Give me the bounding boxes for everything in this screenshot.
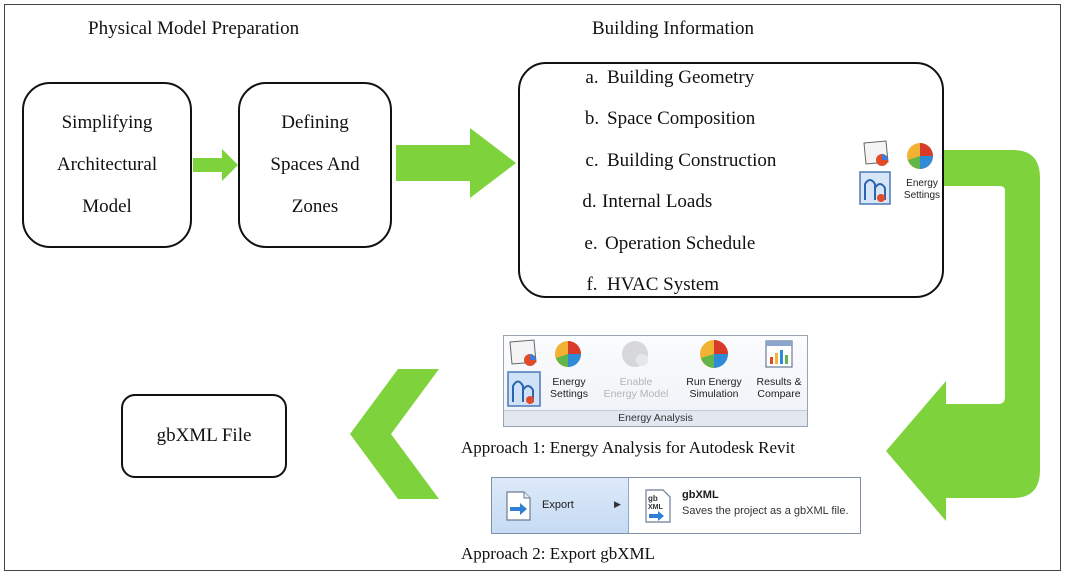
info-item-e: e. Operation Schedule: [577, 233, 755, 255]
info-label-d: Internal Loads: [602, 191, 713, 212]
gbxml-option-description: Saves the project as a gbXML file.: [682, 505, 849, 517]
ribbon-mass-model-icon: [509, 339, 537, 366]
info-num-c: c.: [585, 150, 599, 171]
energy-settings-small-line2: Settings: [903, 190, 941, 201]
ribbon-results-compare-icon: [765, 340, 793, 368]
export-icon: [506, 491, 531, 521]
box1-line1: Simplifying: [61, 112, 153, 133]
figure-frame: [4, 4, 1061, 571]
ribbon-run-energy-simulation-icon: [700, 340, 728, 368]
ribbon-enable-line1: Enable: [619, 376, 653, 388]
box-simplifying-architectural-model: Simplifying Architectural Model: [22, 82, 192, 248]
ribbon-energy-settings-line1: Energy: [552, 376, 586, 388]
energy-settings-icon: [907, 143, 933, 169]
ribbon-results-line1: Results &: [756, 376, 802, 388]
arrow-info-to-approaches: [886, 150, 1040, 521]
info-label-f: HVAC System: [607, 274, 720, 295]
gbxml-option-title[interactable]: gbXML: [682, 489, 719, 501]
energy-settings-small-line1: Energy: [906, 178, 938, 189]
ribbon-group-label: Energy Analysis: [504, 410, 807, 426]
info-item-b: b. Space Composition: [577, 108, 755, 130]
info-item-f: f. HVAC System: [577, 274, 719, 296]
box2-line2: Spaces And: [270, 154, 360, 175]
box2-line1: Defining: [281, 112, 349, 133]
export-label: Export: [542, 499, 574, 511]
box-defining-spaces-and-zones: Defining Spaces And Zones: [238, 82, 392, 248]
energy-analysis-ribbon: Energy Settings Enable Energy Model Run …: [503, 335, 808, 427]
ribbon-run-line2: Simulation: [689, 388, 739, 400]
heading-building-information: Building Information: [592, 18, 755, 39]
ribbon-results-line2: Compare: [757, 388, 801, 400]
arrow-define-to-info: [396, 128, 516, 198]
energy-settings-cluster: [859, 140, 933, 205]
ribbon-analytical-model-icon: [507, 371, 541, 407]
box-gbxml-file: gbXML File: [121, 394, 287, 478]
gbxml-file-label: gbXML File: [156, 425, 252, 446]
info-num-a: a.: [585, 67, 599, 88]
box1-line3: Model: [82, 196, 132, 217]
mass-model-icon: [863, 140, 889, 166]
energy-settings-small-label: Energy Settings: [894, 178, 950, 202]
box1-line2: Architectural: [56, 154, 158, 175]
info-item-c: c. Building Construction: [577, 150, 776, 172]
heading-physical-model-preparation: Physical Model Preparation: [88, 18, 300, 39]
gbxml-icon: gb XML: [645, 489, 671, 523]
ribbon-energy-settings-line2: Settings: [550, 388, 588, 400]
info-label-c: Building Construction: [607, 150, 777, 171]
approach2-caption: Approach 2: Export gbXML: [461, 544, 656, 563]
info-label-b: Space Composition: [607, 108, 756, 129]
ribbon-run-line1: Run Energy: [686, 376, 742, 388]
ribbon-results-compare-button[interactable]: Results & Compare: [750, 376, 808, 400]
approach1-caption: Approach 1: Energy Analysis for Autodesk…: [461, 438, 795, 457]
analytical-model-icon: [859, 171, 891, 205]
export-menu: Export ▶ gb XML gbXML Saves the project …: [491, 477, 861, 534]
box2-line3: Zones: [291, 196, 339, 217]
svg-text:XML: XML: [648, 504, 664, 511]
ribbon-run-energy-simulation-button[interactable]: Run Energy Simulation: [678, 376, 750, 400]
ribbon-energy-settings-icon: [555, 341, 581, 367]
info-label-a: Building Geometry: [607, 67, 755, 88]
svg-text:gb: gb: [648, 494, 658, 503]
info-label-e: Operation Schedule: [605, 233, 756, 254]
ribbon-enable-energy-model-button[interactable]: Enable Energy Model: [596, 376, 676, 400]
info-item-a: a. Building Geometry: [577, 67, 754, 89]
info-item-d: d.Internal Loads: [577, 191, 712, 213]
export-menu-item[interactable]: Export ▶: [492, 478, 629, 533]
ribbon-energy-settings-button[interactable]: Energy Settings: [544, 376, 594, 400]
info-num-b: b.: [584, 108, 600, 129]
ribbon-enable-line2: Energy Model: [603, 388, 669, 400]
info-num-d: d.: [582, 191, 597, 212]
chevron-to-gbxml: [350, 369, 439, 499]
submenu-arrow-icon: ▶: [614, 499, 621, 509]
info-num-e: e.: [584, 233, 598, 254]
info-num-f: f.: [586, 274, 598, 295]
arrow-simplify-to-define: [193, 149, 238, 181]
ribbon-enable-energy-model-icon: [622, 341, 648, 367]
